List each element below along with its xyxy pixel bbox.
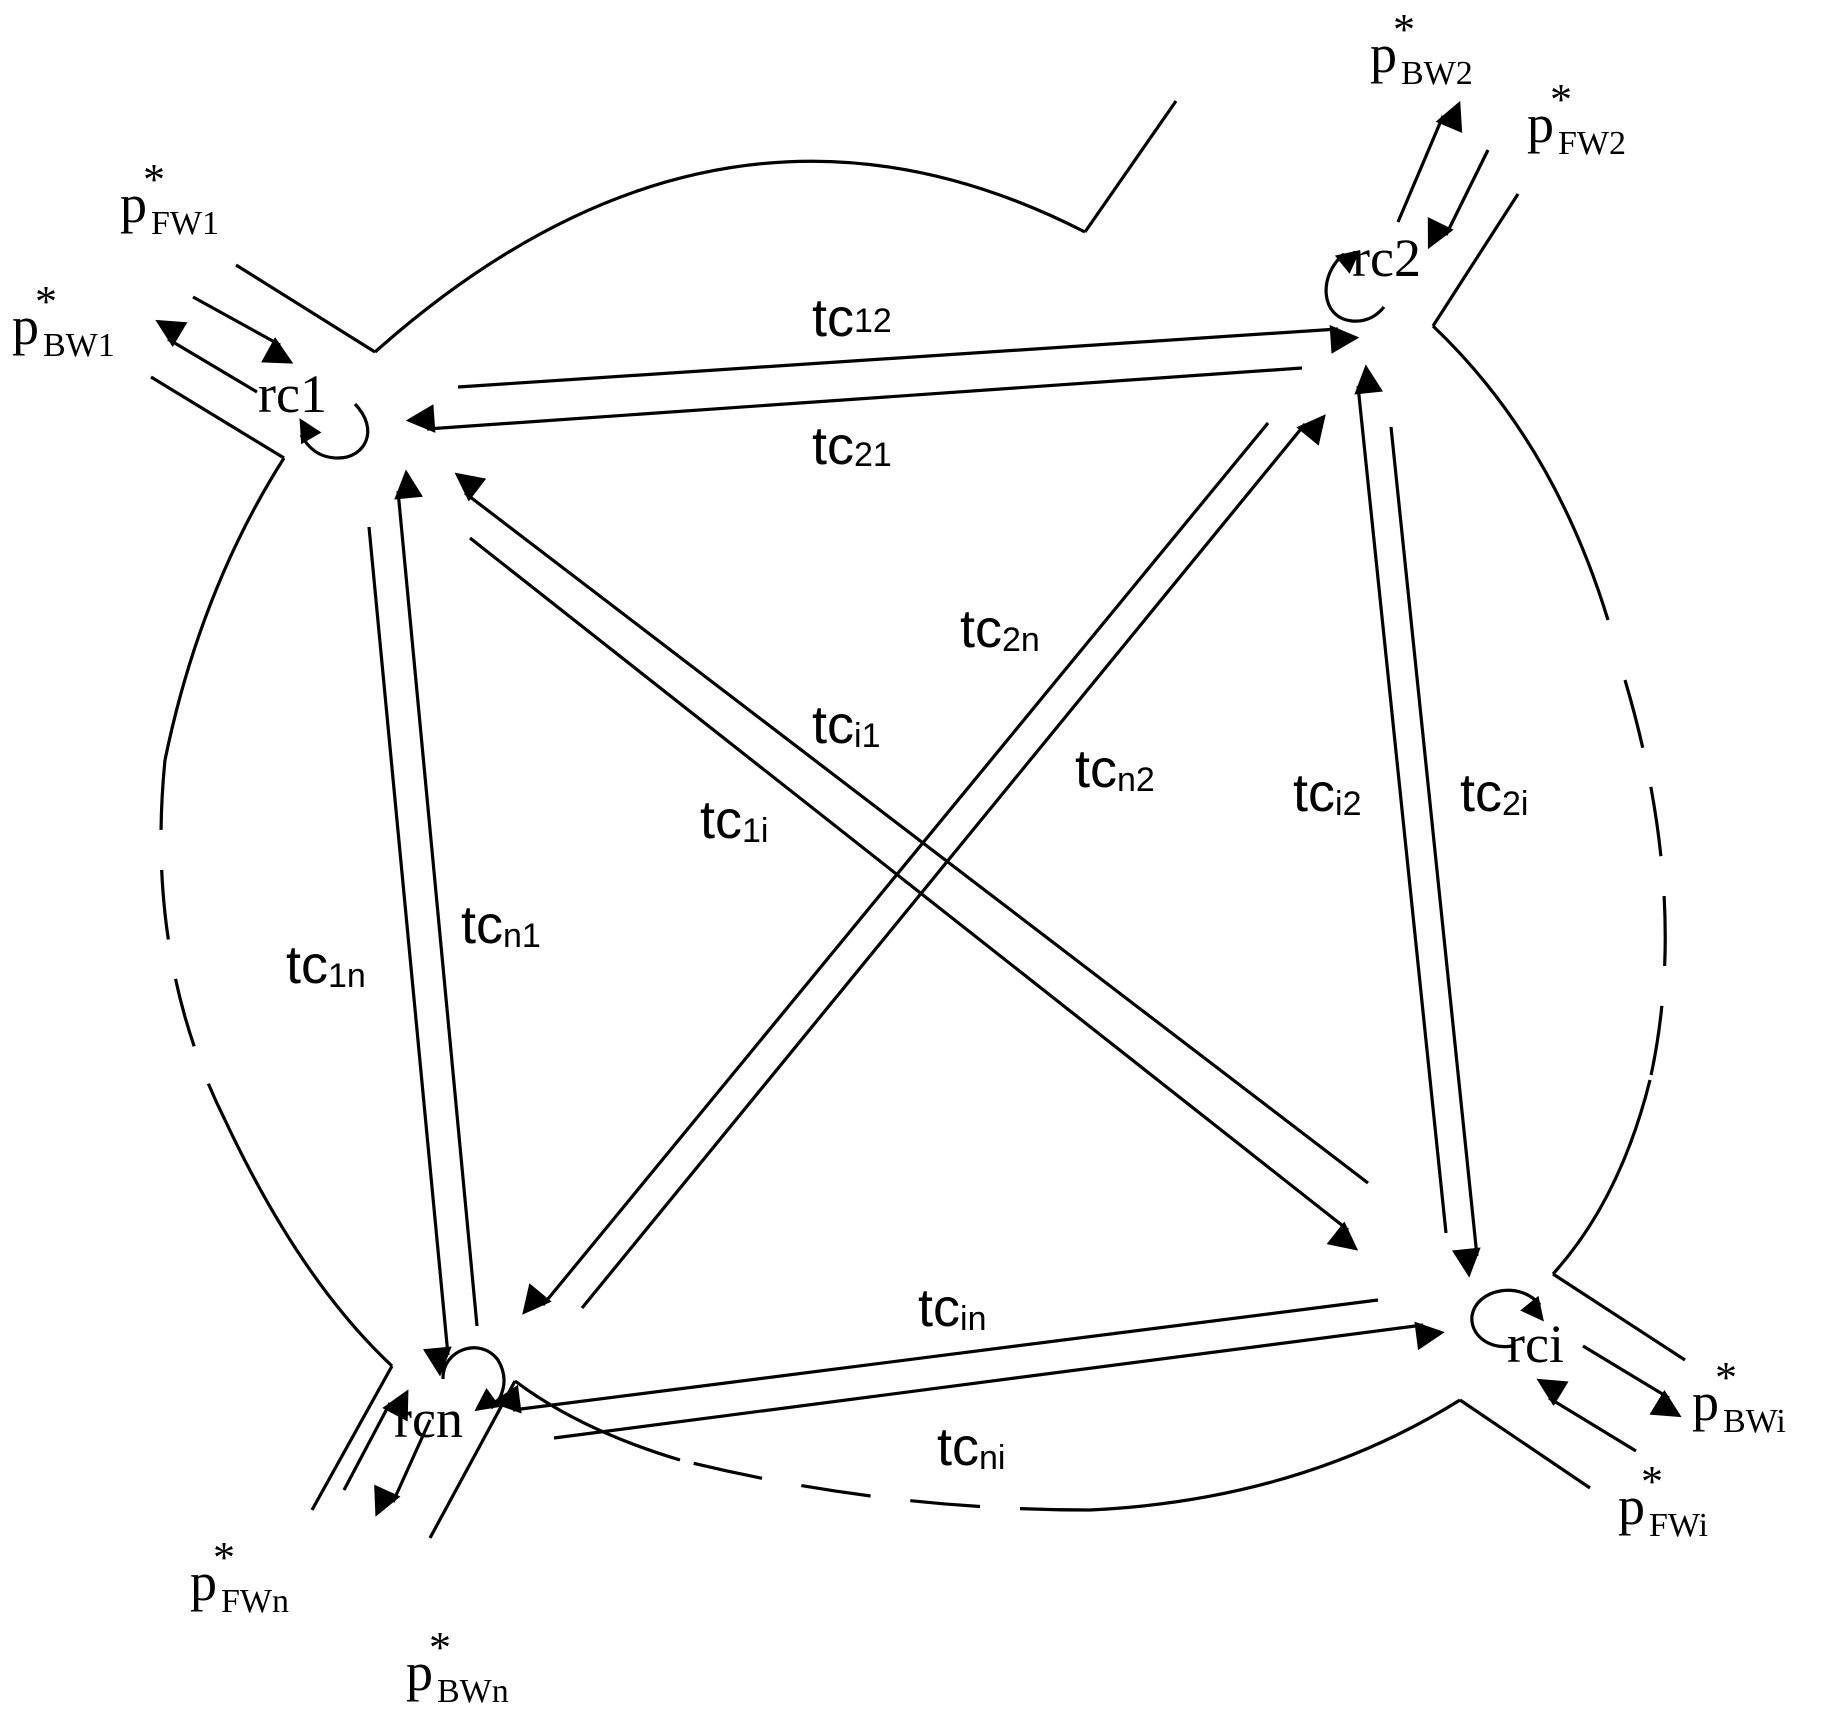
boundary-arc-top bbox=[373, 159, 1086, 354]
port-2-right-wall bbox=[1431, 193, 1520, 327]
recycle-loop-2 bbox=[1324, 249, 1386, 323]
arrow-tc-12 bbox=[457, 325, 1360, 389]
port-channels bbox=[150, 100, 1686, 1539]
bw-2-outflow-arrow bbox=[1396, 100, 1463, 223]
boundary-arc-right-upper bbox=[1431, 324, 1610, 621]
label-p-bw-2: p*BW2 bbox=[1370, 5, 1473, 92]
label-tc-2n: tc2n bbox=[960, 599, 1040, 659]
label-p-fw-2: p*FW2 bbox=[1527, 75, 1626, 162]
label-tc-n1: tcn1 bbox=[461, 895, 541, 955]
arrow-tc-in bbox=[491, 1298, 1379, 1414]
label-p-fw-n: p*FWn bbox=[190, 1533, 289, 1620]
recycle-loop-i bbox=[1470, 1288, 1544, 1349]
arrow-tc-1i bbox=[469, 536, 1359, 1251]
transfer-labels: tc12 tc21 tc2n tci1 tcn2 tc1i tci2 tc2i … bbox=[286, 288, 1528, 1477]
port-2-left-wall bbox=[1083, 100, 1178, 233]
port-1-lower-wall bbox=[150, 375, 285, 460]
label-tc-2i: tc2i bbox=[1460, 763, 1528, 823]
node-labels: rc1 rc2 rci rcn bbox=[258, 228, 1564, 1449]
label-tc-1i: tc1i bbox=[700, 790, 768, 850]
label-tc-ni: tcni bbox=[937, 1417, 1005, 1477]
label-tc-1n: tc1n bbox=[286, 935, 366, 995]
fw-n-inflow-arrow bbox=[342, 1389, 409, 1491]
label-rc-1: rc1 bbox=[258, 364, 327, 424]
arrow-tc-i2 bbox=[1354, 364, 1448, 1234]
label-tc-i2: tci2 bbox=[1293, 763, 1361, 823]
boundary-arc-left-upper bbox=[163, 457, 286, 761]
arrow-tc-2n bbox=[522, 421, 1270, 1315]
arrow-tc-i1 bbox=[454, 472, 1369, 1185]
fw-2-inflow-arrow bbox=[1427, 149, 1490, 250]
bw-n-outflow-arrow bbox=[374, 1419, 432, 1517]
label-p-fw-i: p*FWi bbox=[1618, 1457, 1708, 1544]
recycle-loop-1 bbox=[299, 402, 370, 460]
boundary-arc-right-lower bbox=[1551, 1079, 1652, 1276]
label-tc-n2: tcn2 bbox=[1075, 739, 1155, 799]
outer-boundary bbox=[159, 159, 1667, 1512]
label-p-bw-n: p*BWn bbox=[406, 1623, 509, 1710]
boundary-arc-bottom bbox=[1089, 1398, 1461, 1512]
boundary-arc-right-dashed bbox=[1623, 679, 1667, 1081]
boundary-arc-left-lower bbox=[223, 1119, 394, 1368]
bw-i-outflow-arrow bbox=[1582, 1344, 1682, 1418]
bw-1-outflow-arrow bbox=[155, 319, 258, 394]
label-tc-i1: tci1 bbox=[812, 695, 880, 755]
label-p-fw-1: p*FW1 bbox=[120, 155, 219, 242]
label-tc-12: tc12 bbox=[812, 288, 892, 348]
arrow-tc-ni bbox=[553, 1321, 1445, 1440]
port-arrows bbox=[155, 100, 1682, 1517]
label-rc-n: rcn bbox=[394, 1389, 463, 1449]
boundary-arc-left-dashed bbox=[159, 759, 227, 1121]
arrow-tc-1n bbox=[367, 526, 452, 1377]
recycle-loop-n bbox=[441, 1346, 506, 1412]
arrow-tc-21 bbox=[405, 366, 1303, 433]
label-tc-in: tcin bbox=[918, 1278, 986, 1338]
fw-1-inflow-arrow bbox=[192, 295, 294, 364]
boundary-arc-bottom-dashed bbox=[679, 1458, 1091, 1512]
boundary-arc-bottom-left bbox=[514, 1379, 681, 1462]
recycle-loops bbox=[299, 249, 1544, 1412]
fw-i-inflow-arrow bbox=[1536, 1378, 1637, 1453]
port-labels: p*FW1 p*BW1 p*BW2 p*FW2 p*BWi p*FWi p*FW… bbox=[12, 5, 1786, 1710]
port-i-upper-wall bbox=[1552, 1272, 1686, 1362]
label-p-bw-i: p*BWi bbox=[1692, 1353, 1786, 1440]
port-1-upper-wall bbox=[235, 263, 376, 354]
arrow-tc-n1 bbox=[394, 469, 479, 1327]
transfer-arrows bbox=[367, 325, 1481, 1440]
label-tc-21: tc21 bbox=[812, 416, 892, 476]
label-rc-2: rc2 bbox=[1352, 228, 1421, 288]
port-i-lower-wall bbox=[1459, 1398, 1591, 1490]
arrow-tc-2i bbox=[1389, 426, 1481, 1278]
label-rc-i: rci bbox=[1507, 1314, 1564, 1374]
port-n-left-wall bbox=[310, 1365, 394, 1511]
arrow-tc-n2 bbox=[580, 414, 1326, 1310]
label-p-bw-1: p*BW1 bbox=[12, 277, 115, 364]
